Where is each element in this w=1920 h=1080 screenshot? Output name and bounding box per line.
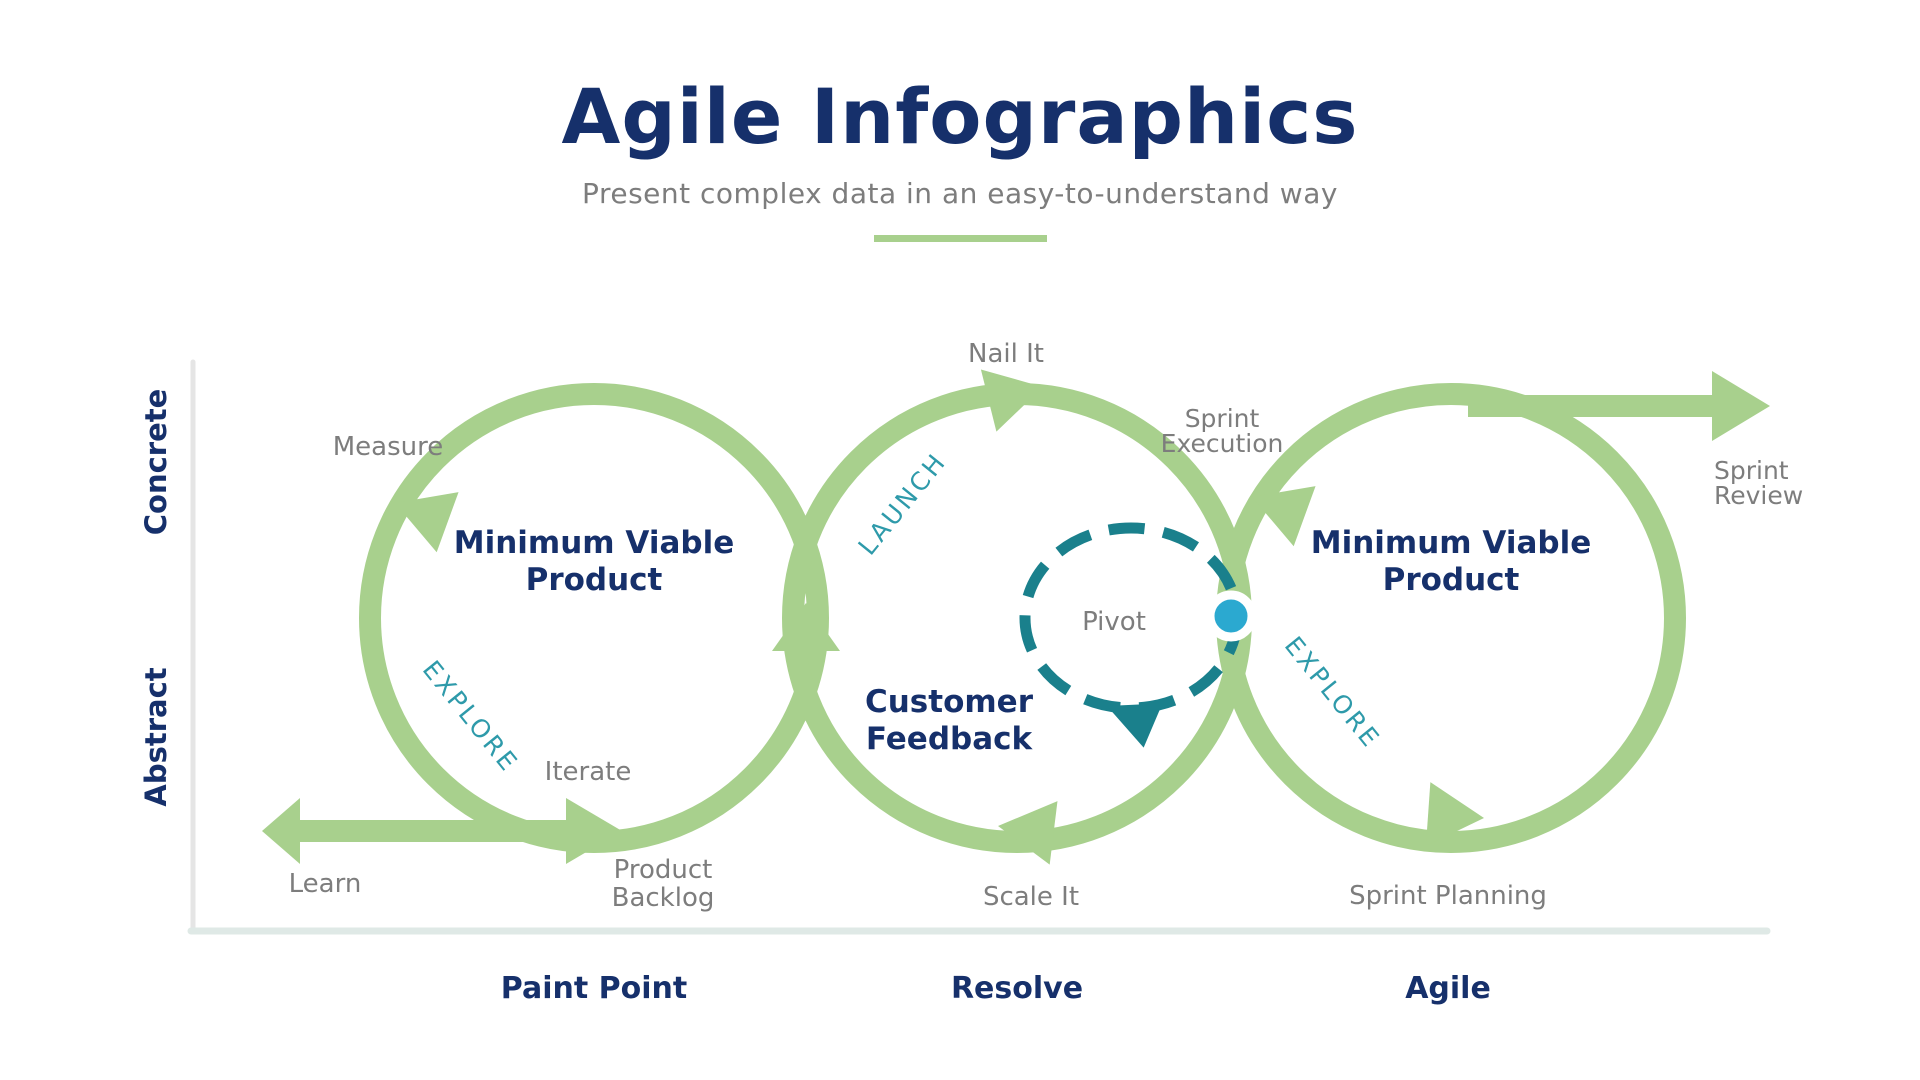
label-sprint-planning: Sprint Planning [1349,881,1547,911]
label-sprint-execution-line1: Sprint [1185,404,1260,433]
label-product-backlog-line1: Product [614,855,713,885]
axis-label-abstract: Abstract [139,667,173,806]
header: Agile Infographics Present complex data … [0,0,1920,242]
mvp1-line1: Minimum Viable [454,525,734,561]
label-measure: Measure [333,432,444,462]
sprint-review-exit-bar [1468,395,1716,417]
sprint-review-arrow-icon [1712,371,1770,441]
label-sprint-execution-line2: Execution [1161,429,1284,458]
green-arrows [262,369,1770,865]
label-nail-it: Nail It [968,339,1044,369]
label-iterate: Iterate [545,757,632,787]
mvp1-line2: Product [526,562,663,598]
agile-loop-ring [1216,383,1686,853]
title-divider-bar [873,235,1047,242]
nail-it-arrow-icon [980,369,1043,432]
gray-step-labels: Measure Learn Iterate Product Backlog Na… [289,339,1804,913]
mvp2-line2: Product [1383,562,1520,598]
resolve-loop-ring [782,383,1252,853]
label-pivot: Pivot [1082,607,1146,637]
explore-word-right: EXPLORE [1279,631,1386,754]
loop-junction-up-arrow-icon [772,603,840,651]
page-subtitle: Present complex data in an easy-to-under… [582,177,1338,210]
measure-arrow-icon [395,492,459,553]
learn-entry-bar [290,820,580,842]
sprint-planning-arrow-icon [1425,782,1484,847]
label-product-backlog-line2: Backlog [612,883,715,913]
page-title: Agile Infographics [561,72,1359,161]
axis-labels: Concrete Abstract [139,389,173,807]
sprint-execution-arrow-icon [1252,486,1316,547]
label-scale-it: Scale It [983,882,1079,912]
customer-feedback-line2: Feedback [866,721,1034,757]
axis-label-concrete: Concrete [139,389,173,536]
customer-feedback-line1: Customer [865,684,1034,720]
learn-start-arrow-icon [262,798,300,864]
stage-label-resolve: Resolve [951,971,1083,1006]
label-sprint-review-line1: Sprint [1714,456,1789,485]
pivot-dot [1205,590,1257,642]
mvp2-line1: Minimum Viable [1311,525,1591,561]
stage-labels: Paint Point Resolve Agile [501,971,1491,1006]
stage-label-agile: Agile [1405,971,1491,1006]
pivot-arrow-icon [1107,703,1163,748]
label-sprint-review-line2: Review [1714,481,1803,510]
label-learn: Learn [289,869,362,899]
stage-label-paint-point: Paint Point [501,971,687,1006]
loop-center-labels: Minimum Viable Product Customer Feedback… [454,525,1591,757]
learn-to-loop-arrow-icon [566,798,622,864]
scale-it-arrow-icon [998,801,1058,865]
